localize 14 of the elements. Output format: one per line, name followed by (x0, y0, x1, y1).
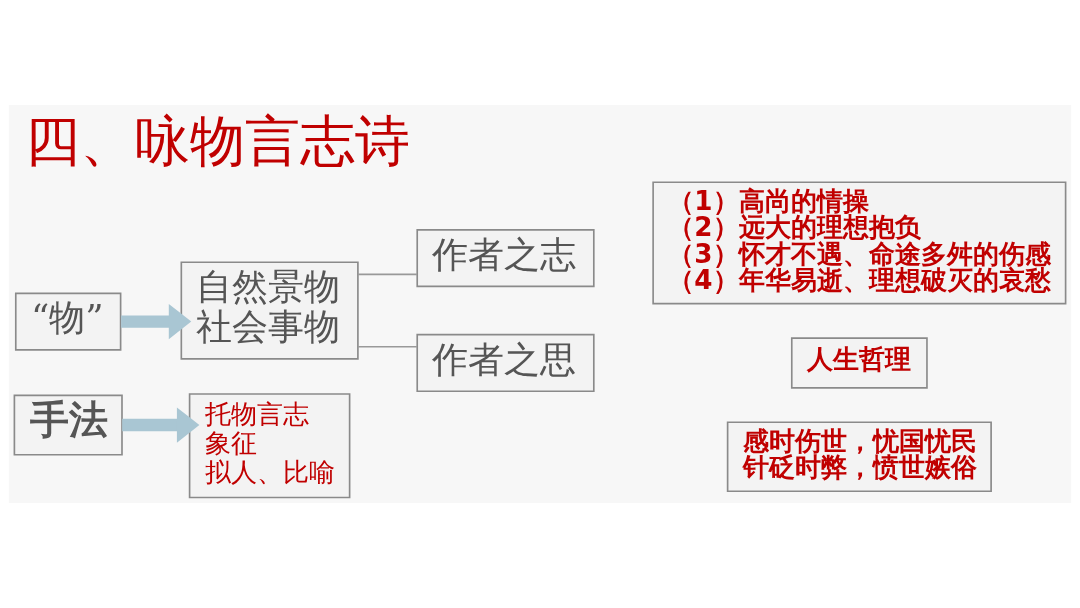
connector (357, 345, 418, 348)
node-box: 作者之志 (416, 229, 595, 288)
node-box: 感时伤世，忧国忧民 针砭时弊，愤世嫉俗 (726, 421, 992, 493)
arrow (121, 303, 192, 340)
diagram-title: 四、咏物言志诗 (25, 109, 411, 174)
node-box: 作者之思 (416, 333, 595, 393)
node-box: “物” (14, 292, 122, 351)
connector (357, 273, 418, 276)
node-box: 托物言志 象征 拟人、比喻 (188, 393, 351, 499)
node-box: 手法 (13, 394, 123, 456)
node-box: 自然景物 社会事物 (180, 261, 359, 360)
node-box: （1）高尚的情操 （2）远大的理想抱负 （3）怀才不遇、命途多舛的伤感 （4）年华易逝、理想破灭的哀愁 (652, 181, 1067, 305)
arrow (122, 407, 200, 443)
node-box: 人生哲理 (790, 337, 928, 389)
